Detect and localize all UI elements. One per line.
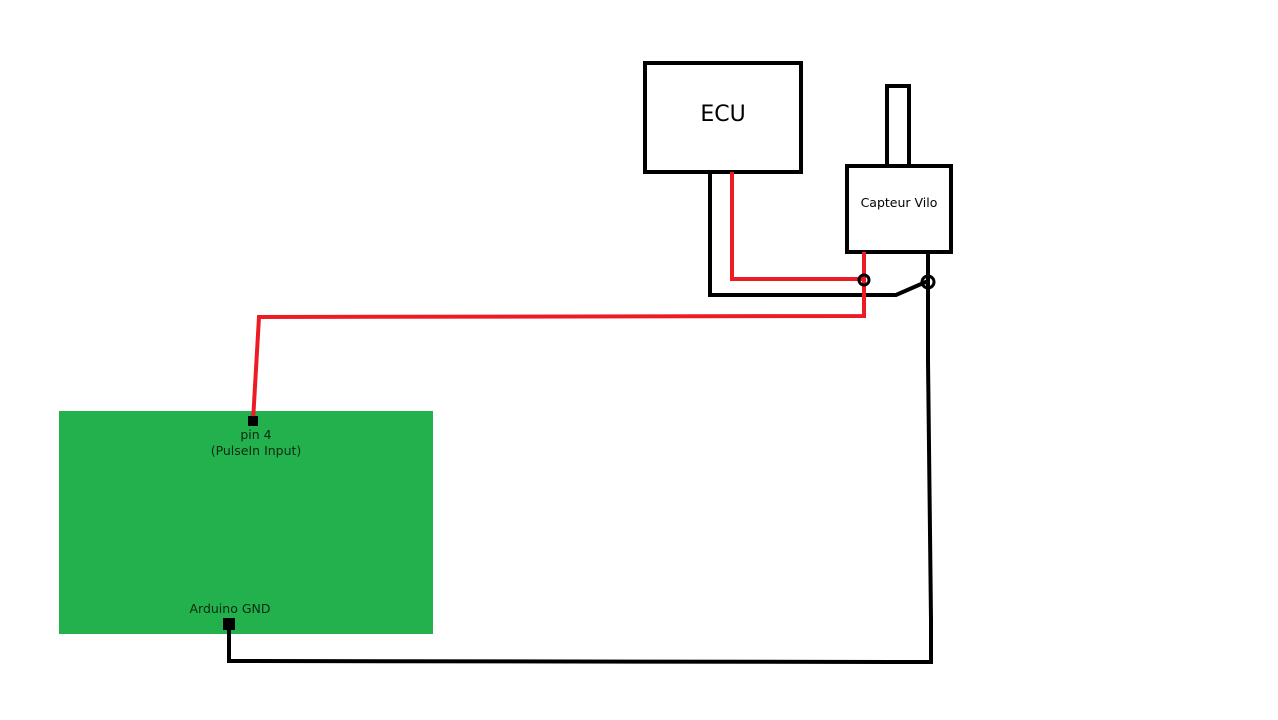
pin4-connector [248,416,258,426]
sensor-box [845,164,953,254]
pin4-label: pin 4 [240,427,272,442]
pin4-label-group: pin 4 (PulseIn Input) [186,427,326,459]
sensor-label: Capteur Vilo [860,195,938,210]
pin4-sublabel: (PulseIn Input) [210,443,302,458]
ecu-signal-wire [730,172,864,281]
ecu-box [643,61,803,174]
gnd-label: Arduino GND [189,601,271,616]
ecu-ground-wire [708,172,929,297]
gnd-connector [223,618,235,630]
signal-junction [857,273,871,287]
sensor-shaft [885,84,911,168]
ecu-label: ECU [700,102,746,127]
arduino-board [59,411,433,634]
sensor-ground-wire [227,252,933,665]
ground-junction [920,274,936,290]
